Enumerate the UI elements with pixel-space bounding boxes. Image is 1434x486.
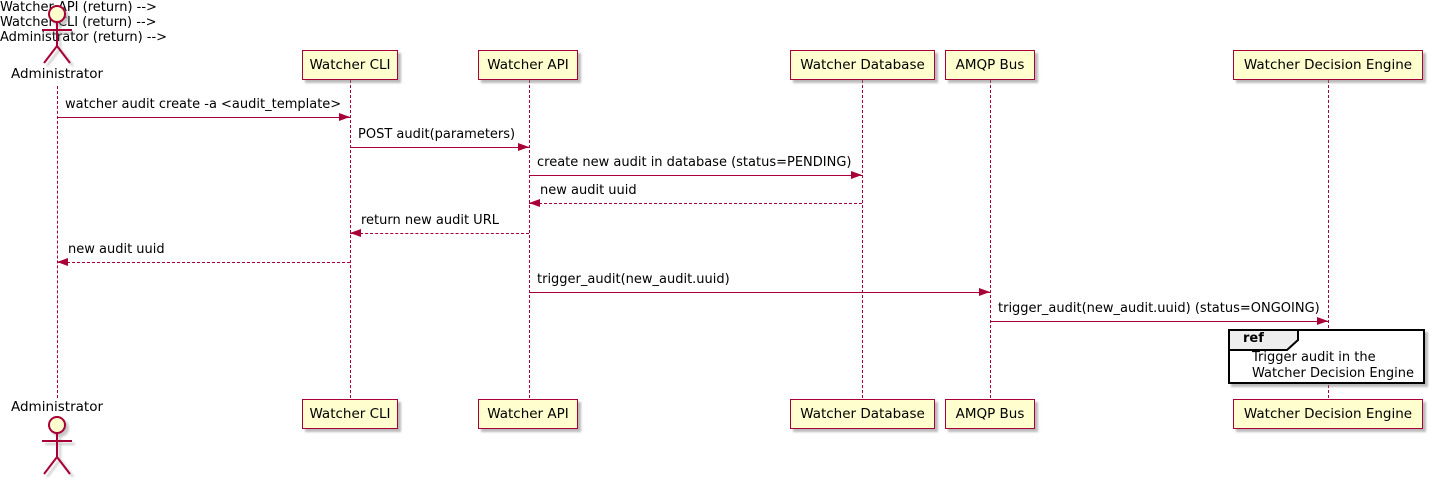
administrator-actor-icon [42,416,72,475]
lifeline-amqp-bus [990,80,991,398]
message-line [529,292,990,293]
message-label: POST audit(parameters) [358,127,516,142]
message-line [57,262,350,263]
message-label: trigger_audit(new_audit.uuid) (status=ON… [998,301,1320,316]
lifeline-watcher-decision-engine [1328,80,1329,398]
lifeline-watcher-api [529,80,530,398]
administrator-actor-icon [42,5,72,64]
lifeline-watcher-cli [350,80,351,398]
arrowhead-left-icon [57,258,68,266]
message-label: trigger_audit(new_audit.uuid) [537,272,730,287]
ref-tab-icon [1228,329,1299,351]
message-label: watcher audit create -a <audit_template> [65,97,342,112]
participant-watcher-decision-engine-top: Watcher Decision Engine [1233,50,1423,80]
lifeline-administrator [57,86,58,398]
ref-text-line-2: Watcher Decision Engine [1252,366,1414,381]
lifeline-watcher-database [862,80,863,398]
message-label: new audit uuid [68,242,165,257]
ref-fragment: ref Trigger audit in the Watcher Decisio… [1228,329,1425,384]
participant-watcher-database-top: Watcher Database [790,50,935,80]
participant-administrator-top: Administrator [10,66,104,82]
arrowhead-right-icon [979,288,990,296]
participant-watcher-decision-engine-bottom: Watcher Decision Engine [1233,399,1423,429]
ref-text-line-1: Trigger audit in the [1252,350,1376,365]
message-line [350,147,529,148]
participant-watcher-cli-top: Watcher CLI [302,50,398,80]
arrowhead-right-icon [1317,317,1328,325]
message-label: return new audit URL [361,213,499,228]
message-label: create new audit in database (status=PEN… [537,155,852,170]
participant-watcher-cli-bottom: Watcher CLI [302,399,398,429]
arrowhead-left-icon [529,199,540,207]
message-line [350,233,529,234]
arrowhead-right-icon [518,143,529,151]
arrowhead-left-icon [350,229,361,237]
participant-watcher-database-bottom: Watcher Database [790,399,935,429]
message-line [57,117,350,118]
arrowhead-right-icon [851,171,862,179]
participant-watcher-api-bottom: Watcher API [478,399,578,429]
participant-watcher-api-top: Watcher API [478,50,578,80]
participant-administrator-bottom: Administrator [10,399,104,415]
message-label: new audit uuid [540,183,637,198]
participant-amqp-bus-bottom: AMQP Bus [945,399,1035,429]
ref-keyword: ref [1243,331,1264,346]
participant-amqp-bus-top: AMQP Bus [945,50,1035,80]
message-line [529,175,862,176]
arrowhead-right-icon [339,113,350,121]
message-line [529,203,862,204]
message-line [990,321,1328,322]
